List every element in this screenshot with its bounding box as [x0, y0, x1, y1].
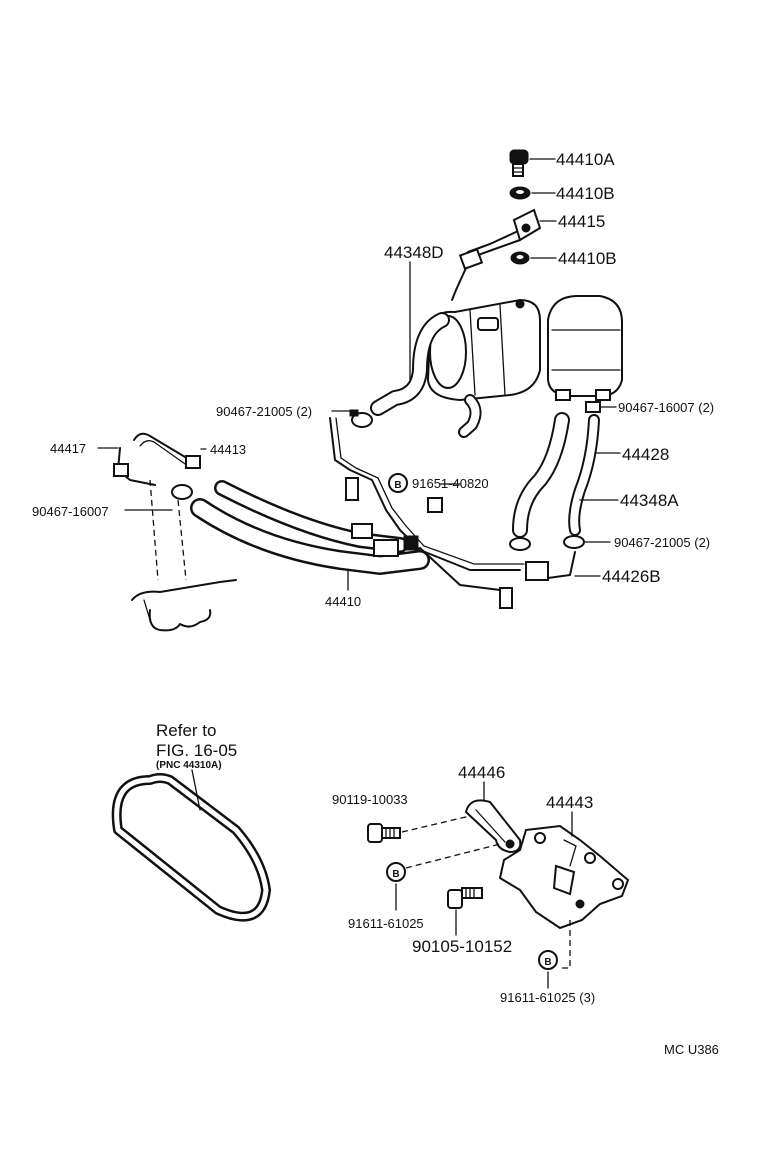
- clamp-90467-21005-left: [349, 409, 373, 428]
- label-44410a: 44410A: [556, 150, 615, 169]
- label-pnc-ref: (PNC 44310A): [156, 760, 222, 771]
- nut-91611-61025: B: [386, 862, 406, 882]
- drive-belt: [111, 773, 271, 922]
- b-marker-3: B: [394, 480, 401, 491]
- label-90105-10152: 90105-10152: [412, 937, 512, 956]
- return-hose-pump: [458, 394, 482, 438]
- label-44417: 44417: [50, 441, 86, 456]
- label-44428: 44428: [622, 445, 669, 464]
- clamp-90467-16007-left: [171, 484, 193, 500]
- steering-rack: [131, 579, 237, 632]
- b-marker-1: B: [392, 869, 399, 880]
- bracket-44443: [498, 824, 630, 930]
- label-44410b-mid: 44410B: [558, 249, 617, 268]
- label-44426b: 44426B: [602, 567, 661, 586]
- bolt-90119-10033: [367, 823, 401, 843]
- hose-44348d: [370, 312, 450, 416]
- reservoir-tank: [547, 295, 623, 401]
- dash-44443-nut: [560, 920, 571, 969]
- tube-44417: [113, 447, 156, 486]
- dash-rack-1: [149, 479, 159, 581]
- leader-belt: [191, 769, 201, 811]
- diagram-code: MC U386: [664, 1042, 719, 1057]
- dash-bolt-44446: [401, 815, 471, 833]
- nut-91611-61025-3: B: [538, 950, 558, 970]
- label-44413: 44413: [210, 442, 246, 457]
- label-44415: 44415: [558, 212, 605, 231]
- label-90467-16007-right: 90467-16007 (2): [618, 400, 714, 415]
- pipe-44426b: [525, 551, 576, 581]
- label-refer-to: Refer to: [156, 721, 216, 740]
- hose-44428: [568, 414, 600, 536]
- gasket-44410b-mid: [510, 251, 530, 265]
- label-44446: 44446: [458, 763, 505, 782]
- label-90467-21005-right: 90467-21005 (2): [614, 535, 710, 550]
- gasket-44410b-top: [509, 186, 531, 200]
- label-91611-61025-3: 91611-61025 (3): [500, 990, 595, 1005]
- label-90467-21005-left: 90467-21005 (2): [216, 404, 312, 419]
- b-marker-2: B: [544, 957, 551, 968]
- tube-44413: [133, 432, 201, 469]
- bracket-44446: [464, 799, 522, 854]
- label-44410b-top: 44410B: [556, 184, 615, 203]
- union-bolt-44410a: [509, 149, 529, 177]
- label-44348d: 44348D: [384, 243, 444, 262]
- b-marker-91651: B: [388, 473, 408, 493]
- hose-44348a: [512, 412, 570, 538]
- pump-body: [426, 298, 541, 402]
- label-fig-ref: FIG. 16-05: [156, 741, 237, 760]
- label-44410: 44410: [325, 594, 361, 609]
- pressure-line-44410: [190, 417, 525, 609]
- label-90119-10033: 90119-10033: [332, 792, 408, 807]
- label-91611-61025: 91611-61025: [348, 916, 424, 931]
- bolt-90105-10152: [447, 887, 483, 909]
- label-44443: 44443: [546, 793, 593, 812]
- tube-44415: [451, 208, 542, 301]
- clamp-90467-16007-right: [585, 401, 601, 413]
- label-91651-40820: 91651-40820: [412, 476, 489, 491]
- dash-nut-44446: [405, 843, 501, 869]
- label-44348a: 44348A: [620, 491, 679, 510]
- dash-rack-2: [177, 499, 187, 581]
- clamp-90467-21005-right: [509, 535, 585, 551]
- label-90467-16007-left: 90467-16007: [32, 504, 109, 519]
